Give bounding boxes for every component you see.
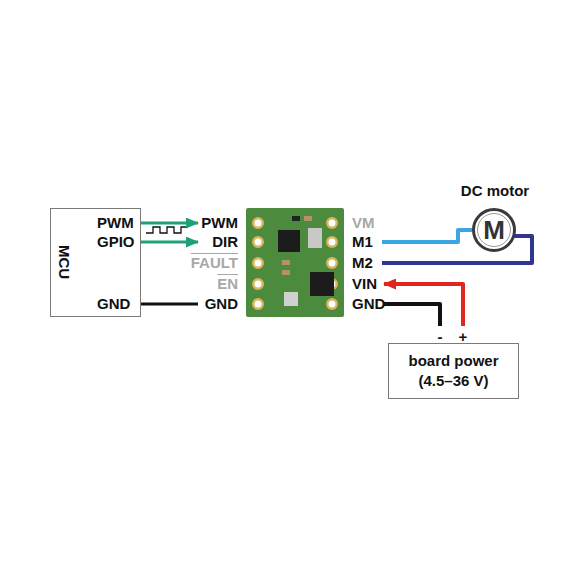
capacitor <box>282 270 290 275</box>
pin-name: M2 <box>352 254 373 272</box>
pin-hole-center <box>329 260 336 267</box>
pin-hole <box>326 257 338 269</box>
wire-connector <box>141 303 198 306</box>
pin-hole-center <box>255 301 262 308</box>
pin-hole <box>252 257 264 269</box>
pin-name: PWM <box>201 214 238 232</box>
driver-board-pcb <box>246 208 344 317</box>
pin-name: VM <box>352 214 375 232</box>
pin-name: GPIO <box>97 233 135 251</box>
pin-name: EN <box>217 275 238 293</box>
pin-hole-center <box>255 220 262 227</box>
wire-connector <box>141 241 198 244</box>
regulator-chip <box>310 272 334 296</box>
pin-hole-center <box>255 260 262 267</box>
pin-name: M1 <box>352 233 373 251</box>
pin-name: VIN <box>352 275 377 293</box>
pin-hole-center <box>329 239 336 246</box>
power-label: board power (4.5–36 V) <box>398 351 510 391</box>
capacitor <box>282 260 290 265</box>
wire-connector <box>141 222 198 225</box>
pin-hole <box>252 217 264 229</box>
motor-symbol-letter: M <box>472 208 516 252</box>
pin-name: GND <box>205 295 238 313</box>
mcu-box: MCU PWMGPIO GND <box>50 208 141 317</box>
pin-hole-center <box>329 301 336 308</box>
pin-name: DIR <box>212 233 238 251</box>
pin-name: FAULT <box>191 254 238 272</box>
driver-chip <box>278 230 300 252</box>
resistor <box>304 216 312 221</box>
motor-circle: M <box>472 208 516 252</box>
pwm-waveform-symbol <box>146 227 188 233</box>
pin-hole-center <box>255 281 262 288</box>
pin-hole <box>326 298 338 310</box>
wire-connector <box>384 284 463 326</box>
pin-name: GND <box>97 295 130 313</box>
resistor <box>292 216 300 221</box>
terminal-polarity-label: + <box>457 329 469 344</box>
pin-hole <box>252 298 264 310</box>
pin-name: GND <box>352 295 385 313</box>
pin-hole <box>326 217 338 229</box>
wire-connector <box>382 230 472 242</box>
motor-heading: DC motor <box>452 182 538 200</box>
capacitor <box>284 292 298 306</box>
wire-connector <box>384 304 440 326</box>
pcb-art <box>246 208 344 317</box>
pin-hole <box>252 236 264 248</box>
pin-hole <box>326 236 338 248</box>
dc-motor: M DC motor <box>452 180 538 254</box>
pin-hole <box>252 278 264 290</box>
inductor <box>308 228 322 248</box>
pin-name: PWM <box>97 214 134 232</box>
pin-hole-center <box>255 239 262 246</box>
driver-board: PWMDIRFAULTENGNDVMM1M2VINGND <box>196 208 382 317</box>
mcu-title: MCU <box>55 209 73 315</box>
power-supply-box: board power (4.5–36 V) <box>388 326 519 399</box>
power-box-outline: board power (4.5–36 V) <box>388 343 519 399</box>
pin-hole-center <box>329 220 336 227</box>
terminal-polarity-label: - <box>434 329 446 344</box>
